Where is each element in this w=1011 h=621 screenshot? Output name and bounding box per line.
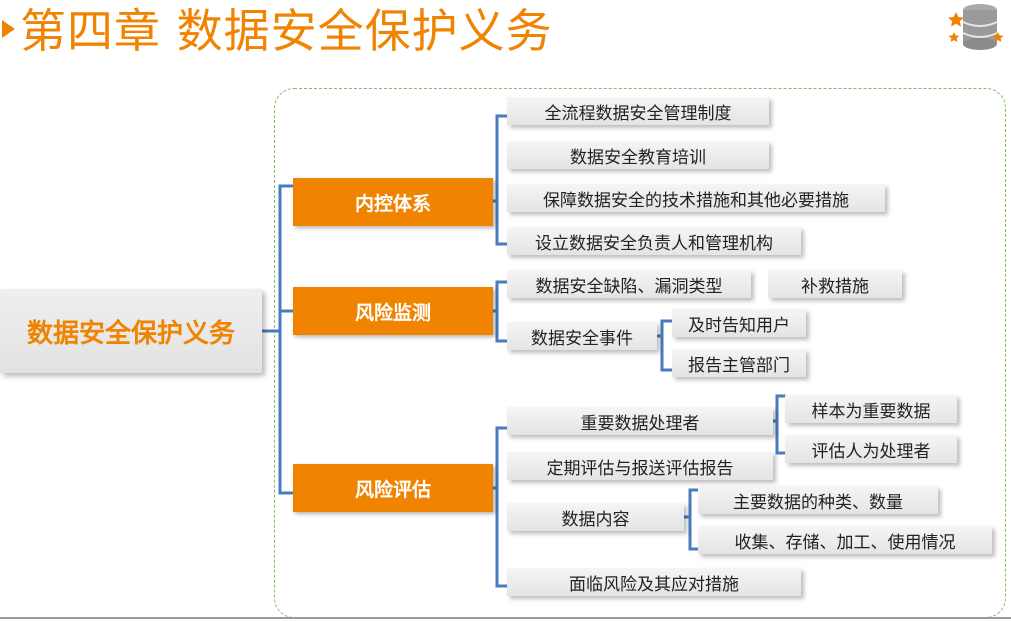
leaf-education-training: 数据安全教育培训: [507, 141, 769, 169]
leaf-security-officer: 设立数据安全负责人和管理机构: [507, 227, 801, 255]
leaf-risks-and-responses: 面临风险及其应对措施: [507, 568, 801, 596]
leaf-collection-usage: 收集、存储、加工、使用情况: [698, 526, 992, 554]
category-risk-monitoring: 风险监测: [293, 287, 493, 335]
leaf-data-content: 数据内容: [507, 503, 684, 531]
leaf-defect-types: 数据安全缺陷、漏洞类型: [507, 270, 751, 298]
page-title: 第四章 数据安全保护义务: [20, 4, 553, 58]
leaf-management-system: 全流程数据安全管理制度: [507, 97, 769, 125]
bottom-divider: [0, 617, 1011, 619]
category-risk-assessment: 风险评估: [293, 464, 493, 512]
leaf-technical-measures: 保障数据安全的技术措施和其他必要措施: [507, 184, 885, 212]
leaf-assessor-processor: 评估人为处理者: [785, 435, 957, 463]
leaf-periodic-assessment: 定期评估与报送评估报告: [507, 452, 773, 480]
leaf-sample-important-data: 样本为重要数据: [785, 395, 957, 423]
leaf-data-types-quantity: 主要数据的种类、数量: [698, 486, 938, 514]
root-node: 数据安全保护义务: [0, 289, 262, 373]
title-arrow-icon: [2, 20, 15, 38]
leaf-security-incident: 数据安全事件: [507, 322, 657, 350]
database-stars-icon: [948, 4, 1004, 50]
category-internal-control: 内控体系: [293, 178, 493, 226]
leaf-notify-users: 及时告知用户: [672, 309, 806, 337]
leaf-remedial-measures: 补救措施: [768, 270, 902, 298]
leaf-report-authority: 报告主管部门: [672, 349, 806, 377]
leaf-important-data-processor: 重要数据处理者: [507, 407, 773, 435]
